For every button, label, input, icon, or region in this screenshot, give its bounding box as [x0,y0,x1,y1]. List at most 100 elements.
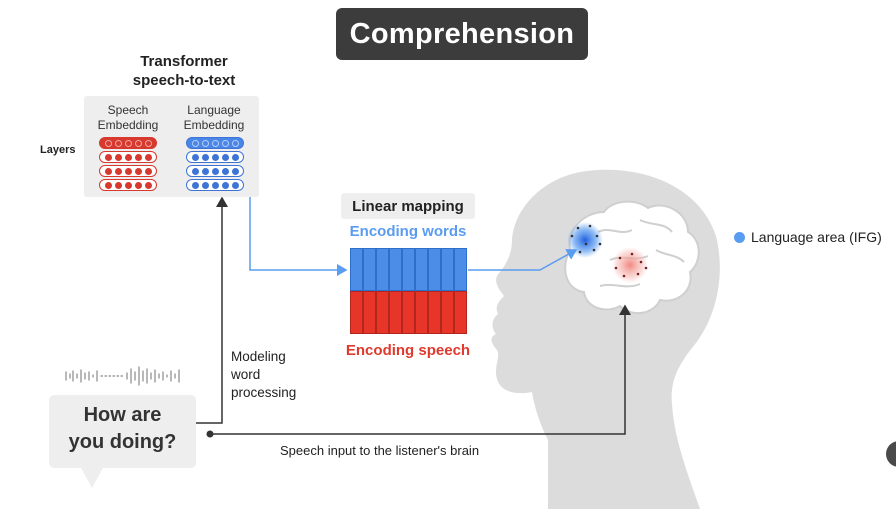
modeling-label: Modeling word processing [231,348,296,402]
language-node [211,167,219,175]
language-node [221,139,229,147]
layers-label: Layers [40,144,76,156]
language-node [211,139,219,147]
encoding-words-label: Encoding words [349,223,467,240]
speech-node [124,153,132,161]
language-node [191,167,199,175]
speech-node [124,139,132,147]
language-embedding-label-line2: Embedding [183,118,245,132]
speech-node [104,167,112,175]
word-cell [441,248,454,291]
speech-node [144,153,152,161]
language-node [231,153,239,161]
transformer-title: Transformer speech-to-text [84,52,284,90]
language-layer-row [186,165,244,177]
speech-cell [441,291,454,334]
speech-node [114,167,122,175]
matrix-column [428,248,441,334]
brain-icon [564,200,700,315]
transformer-title-line2: speech-to-text [132,72,236,89]
speech-cell [389,291,402,334]
speech-cell [350,291,363,334]
speech-cell [454,291,467,334]
legend-dot [734,231,745,243]
speech-embedding-label: Speech Embedding [96,103,160,133]
word-cell [389,248,402,291]
language-layer-row [186,137,244,149]
speech-layer-row [99,137,157,149]
speech-layer-row [99,151,157,163]
matrix-column [454,248,467,334]
language-embedding-label: Language Embedding [178,103,250,133]
language-node [231,181,239,189]
language-node [221,153,229,161]
matrix-column [389,248,402,334]
language-node [191,139,199,147]
language-node [231,167,239,175]
speech-input-label: Speech input to the listener's brain [280,443,480,458]
language-embedding-label-line1: Language [187,103,241,117]
page-title: Comprehension [336,8,588,60]
word-cell [415,248,428,291]
speech-node [124,181,132,189]
matrix-column [350,248,363,334]
language-node [211,181,219,189]
matrix-column [376,248,389,334]
language-node [191,153,199,161]
language-node [201,139,209,147]
language-node [211,153,219,161]
speech-layer-row [99,165,157,177]
speech-embedding-label-line2: Embedding [97,118,159,132]
word-cell [454,248,467,291]
matrix-column [363,248,376,334]
legend: Language area (IFG) [734,229,882,245]
encoding-matrix [350,248,467,334]
speech-node [104,139,112,147]
speech-node [144,167,152,175]
speech-node [134,139,142,147]
modeling-label-line2: word [231,367,261,382]
speech-cell [363,291,376,334]
word-cell [402,248,415,291]
word-cell [363,248,376,291]
speech-node [104,153,112,161]
language-node [201,181,209,189]
word-cell [428,248,441,291]
language-node [231,139,239,147]
word-cell [376,248,389,291]
language-layer-row [186,151,244,163]
speech-embedding-label-line1: Speech [107,103,149,117]
language-node [191,181,199,189]
speech-bubble-line1: How are [83,404,162,426]
modeling-label-line1: Modeling [231,349,286,364]
speech-node [144,139,152,147]
speech-node [144,181,152,189]
matrix-column [402,248,415,334]
language-node [201,153,209,161]
audio-waveform-icon [65,366,180,386]
speech-node [114,139,122,147]
transformer-title-line1: Transformer [140,53,228,70]
overlay-control-button[interactable] [886,441,896,467]
speech-node [114,181,122,189]
speech-bubble-line2: you doing? [68,431,177,453]
speech-node [134,181,142,189]
speech-cell [428,291,441,334]
word-cell [350,248,363,291]
speech-cell [376,291,389,334]
speech-cell [415,291,428,334]
speech-layer-row [99,179,157,191]
speech-node [104,181,112,189]
speech-node [134,153,142,161]
matrix-column [415,248,428,334]
encoding-speech-label: Encoding speech [345,342,471,359]
speech-node [124,167,132,175]
language-node [221,167,229,175]
language-node [201,167,209,175]
linear-mapping-label: Linear mapping [341,193,475,219]
speech-node [114,153,122,161]
language-layer-row [186,179,244,191]
matrix-column [441,248,454,334]
legend-label: Language area (IFG) [751,229,882,245]
